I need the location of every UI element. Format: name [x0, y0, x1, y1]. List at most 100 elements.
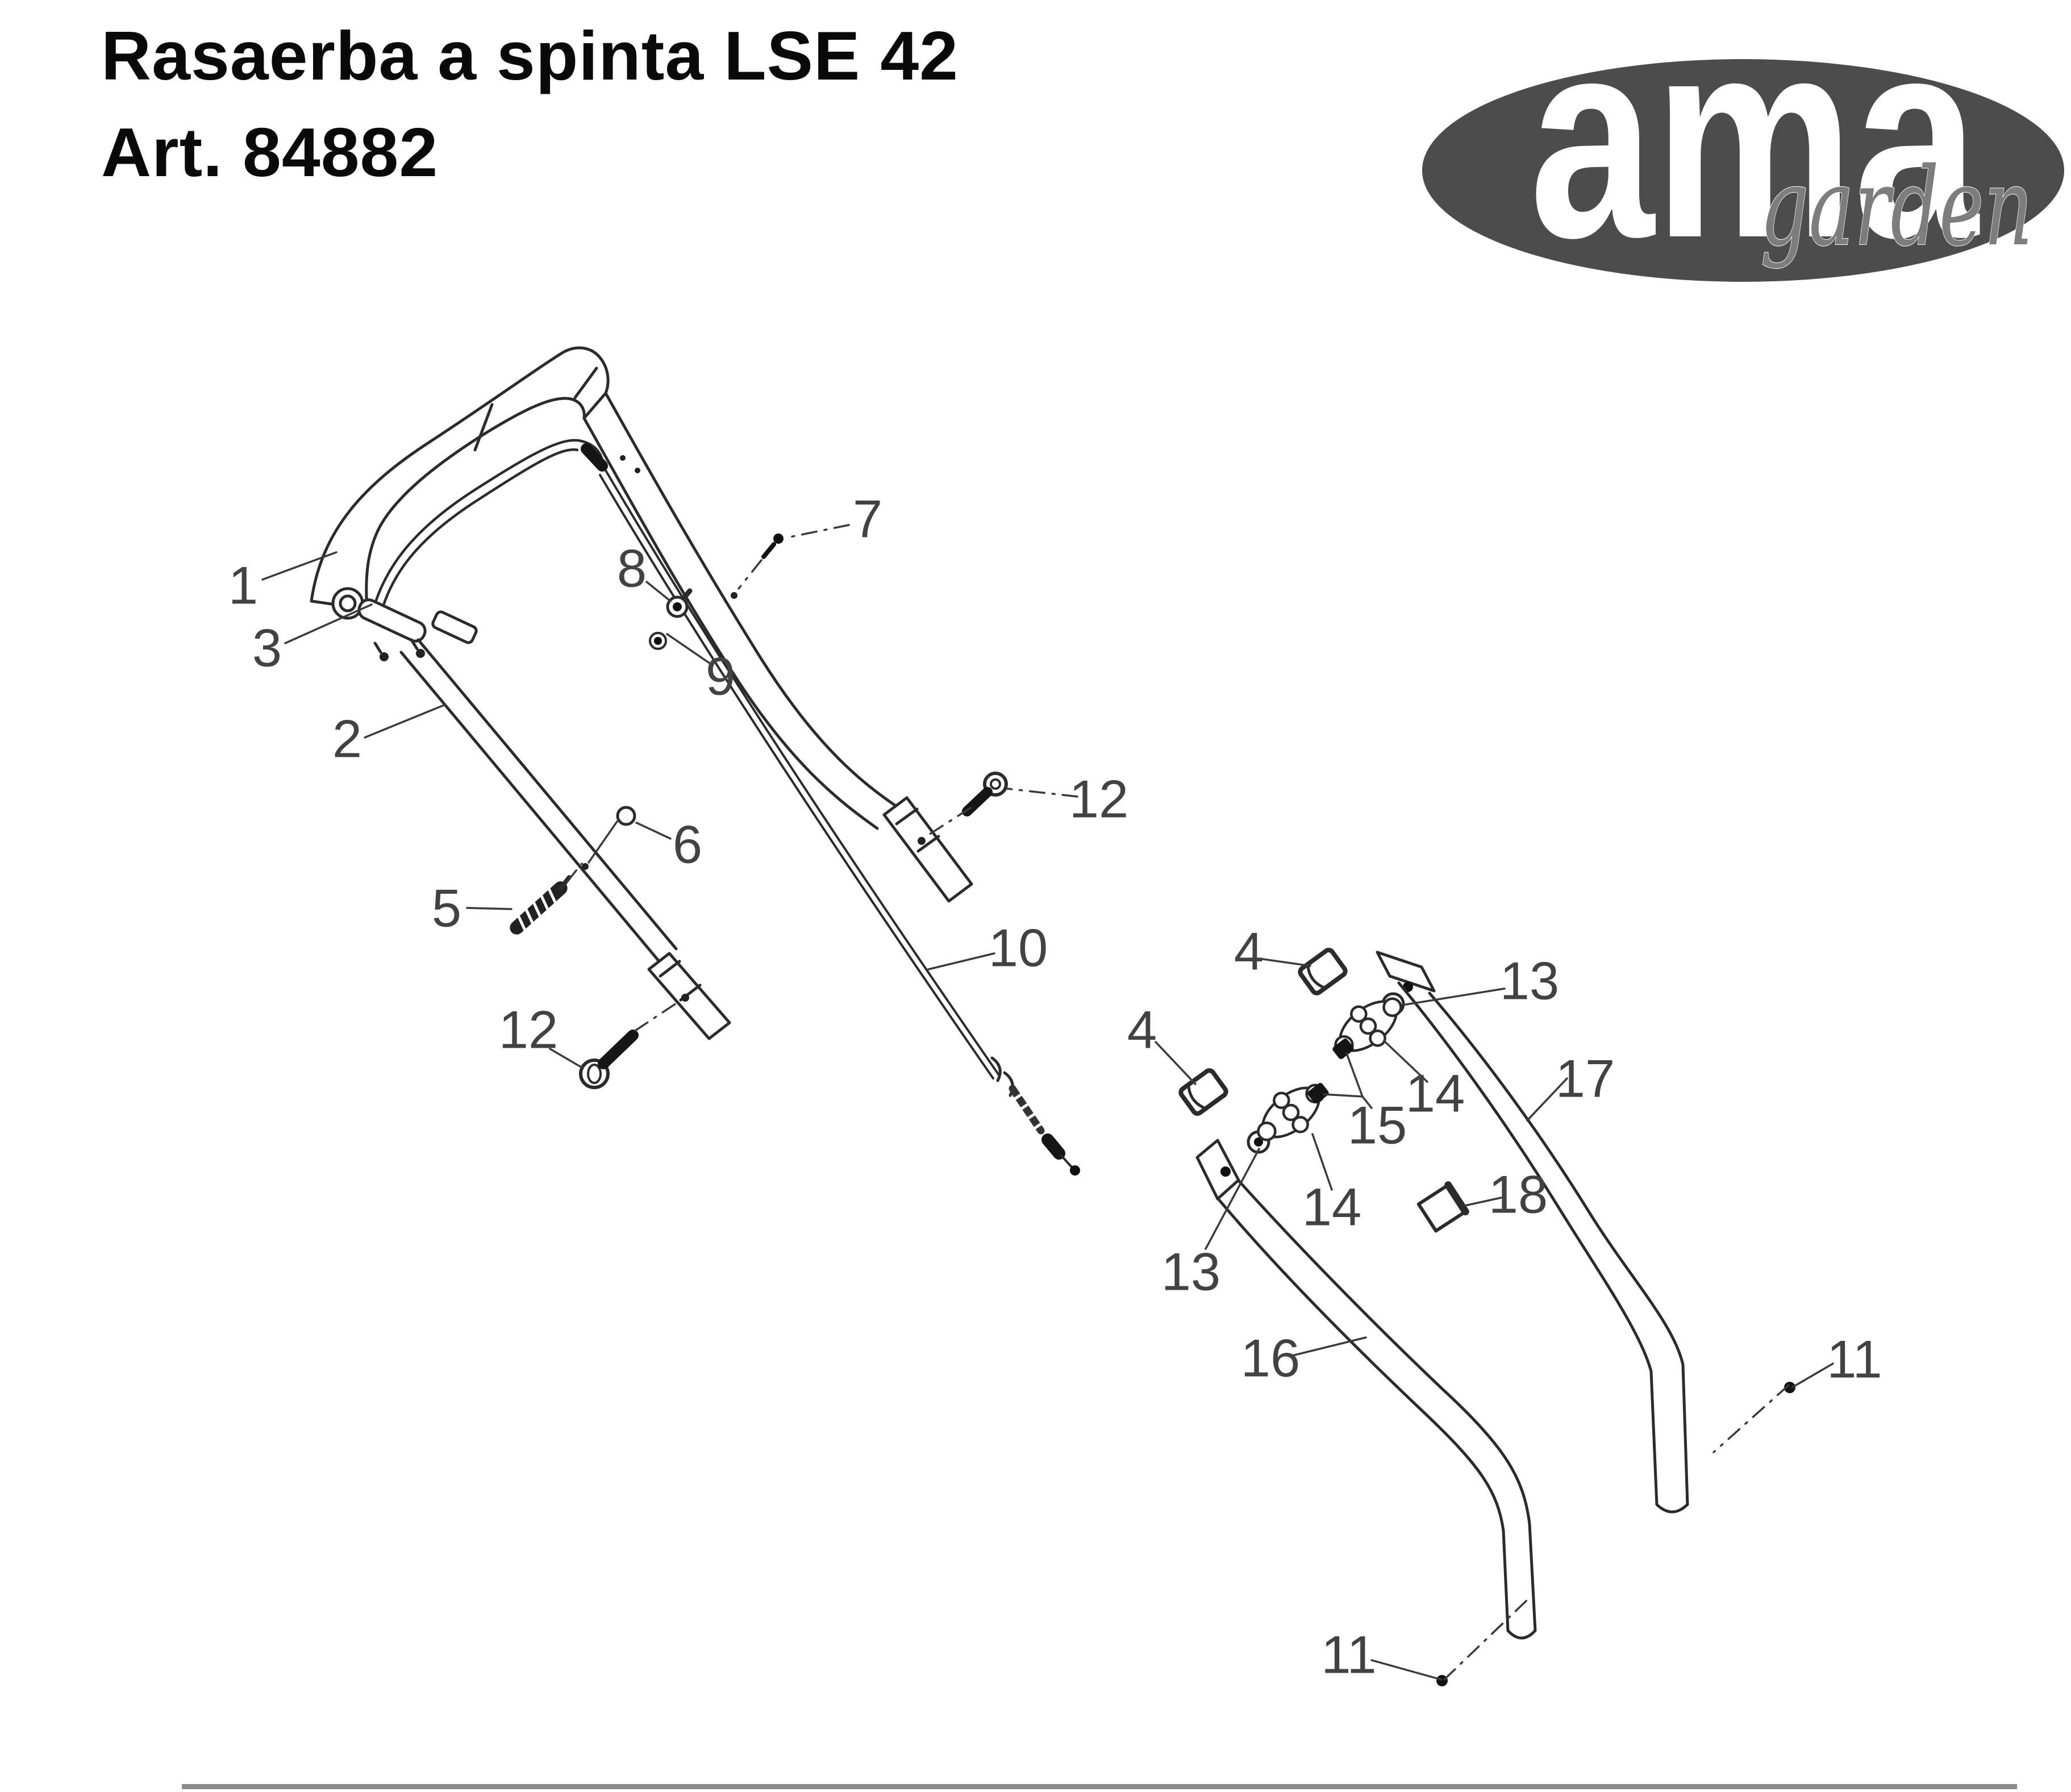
leader-14-upper [1383, 1040, 1428, 1083]
cap4-upper [1298, 948, 1348, 995]
cable-threaded-end [1009, 1085, 1045, 1135]
handle-grip [310, 346, 610, 611]
lower-tube16-inner [1216, 1197, 1510, 1632]
adjuster8-stem [681, 588, 693, 601]
control-cable-line-a [605, 469, 1000, 1076]
bail-detail-dot [635, 468, 640, 473]
footer-divider [182, 1784, 2017, 1789]
part-label-8: 8 [617, 539, 647, 598]
part-label-11-left: 11 [1321, 1625, 1377, 1685]
bolt12-left-head-face [587, 1064, 602, 1084]
bail-cable-barrel [581, 443, 608, 472]
plate16-hole-dot [1220, 1166, 1231, 1177]
part-label-13-upper: 13 [1500, 951, 1560, 1011]
leader-5-axis [566, 862, 583, 883]
left-sleeve-tick [659, 960, 681, 978]
bolt12-right-head-face [990, 778, 1001, 790]
ring-part6 [616, 806, 636, 826]
left-leg-hole [582, 863, 589, 870]
cap4-upper-face [1306, 965, 1324, 989]
article-number: Art. 84882 [101, 114, 439, 191]
part-label-17: 17 [1556, 1049, 1615, 1108]
pivot-ring-inner [339, 594, 357, 612]
part-label-18: 18 [1489, 1165, 1548, 1224]
pivot-bracket [431, 610, 478, 644]
leader-7 [786, 524, 850, 539]
leader-6a [635, 822, 672, 840]
pivot-screw [380, 652, 389, 661]
cable-thread-tick [1032, 1120, 1045, 1131]
leader-lines [261, 524, 1834, 1681]
part-label-5: 5 [432, 878, 461, 938]
part-label-12-right: 12 [1069, 769, 1129, 829]
leader-1 [261, 551, 337, 581]
pivot-screw-stem [373, 641, 382, 654]
leader-12-left-axis [634, 1000, 681, 1032]
part-label-11-right: 11 [1827, 1330, 1882, 1389]
cable-thread-tick [1011, 1091, 1025, 1102]
leader-4-left [1155, 1041, 1197, 1085]
part-label-9: 9 [706, 647, 735, 706]
leader-6b [587, 820, 618, 864]
leader-8 [645, 581, 672, 602]
lower-tube16-outer [1237, 1179, 1537, 1632]
washer13-lower-core [1254, 1137, 1263, 1147]
cable-end-fitting [1041, 1133, 1065, 1160]
part-labels: 1 2 3 5 6 7 8 9 10 12 12 4 4 13 13 14 14… [228, 489, 1882, 1685]
brake-bail-inner [377, 448, 579, 626]
plate16-end [1195, 1139, 1240, 1201]
logo-oval [1422, 59, 2064, 282]
leader-18 [1464, 1197, 1502, 1207]
page-title: Rasaerba a spinta LSE 42 [101, 17, 959, 94]
right-sleeve-tick [916, 835, 940, 853]
spring-coil-tick [540, 894, 549, 911]
leader-16 [1291, 1336, 1367, 1357]
spring-body [510, 881, 568, 935]
leader-14-lower [1311, 1133, 1333, 1191]
leader-7-axis [737, 559, 762, 590]
right-leg-hole [731, 592, 737, 599]
cable-thread-tick [1018, 1101, 1032, 1111]
leader-11-right [1791, 1362, 1834, 1389]
plate17-end [1376, 951, 1436, 993]
screw7-head [773, 534, 784, 544]
right-sleeve-hole [918, 837, 926, 845]
part-label-2: 2 [332, 709, 362, 769]
part-label-7: 7 [853, 489, 882, 549]
handle-right-leg-outer [604, 391, 901, 810]
leader-13-upper [1405, 987, 1506, 1006]
part-label-12-left: 12 [499, 1000, 559, 1060]
pivot-ring-outer [331, 587, 364, 620]
cable-thread-tick [1025, 1111, 1039, 1121]
spring-tail [558, 875, 572, 891]
square-clip18-edge [1444, 1181, 1469, 1216]
square-nut15-lower [1307, 1082, 1329, 1104]
part-label-14-upper: 14 [1406, 1064, 1465, 1123]
star-knob-upper [1334, 997, 1402, 1055]
control-cable-line-b [599, 474, 994, 1080]
square-nut15-upper [1332, 1038, 1354, 1060]
leader-11-left [1370, 1659, 1442, 1681]
bail-detail-dot [620, 455, 626, 461]
cap4-left-face [1187, 1086, 1205, 1109]
square-clip18 [1416, 1183, 1468, 1233]
bolt11-right-dot [1784, 1382, 1795, 1393]
nut9-core [654, 637, 662, 645]
part-label-6: 6 [673, 815, 702, 874]
lower-tube17-endcap [1655, 1503, 1689, 1514]
pivot-lever-arm [357, 598, 427, 643]
cable-end-nipple [1070, 1165, 1080, 1176]
part-label-15: 15 [1348, 1095, 1407, 1155]
leader-12-right [1006, 787, 1078, 798]
handle-right-sleeve [882, 796, 973, 903]
lower-tube17-outer [1428, 991, 1689, 1506]
screw7-shaft [761, 542, 776, 559]
leader-5 [466, 907, 512, 910]
pivot-screw [416, 649, 425, 658]
leader-17 [1526, 1077, 1568, 1122]
brand-logo: ama garden [1422, 0, 2064, 297]
leader-15-branch [1345, 1052, 1364, 1098]
handle-left-sleeve [647, 952, 731, 1040]
